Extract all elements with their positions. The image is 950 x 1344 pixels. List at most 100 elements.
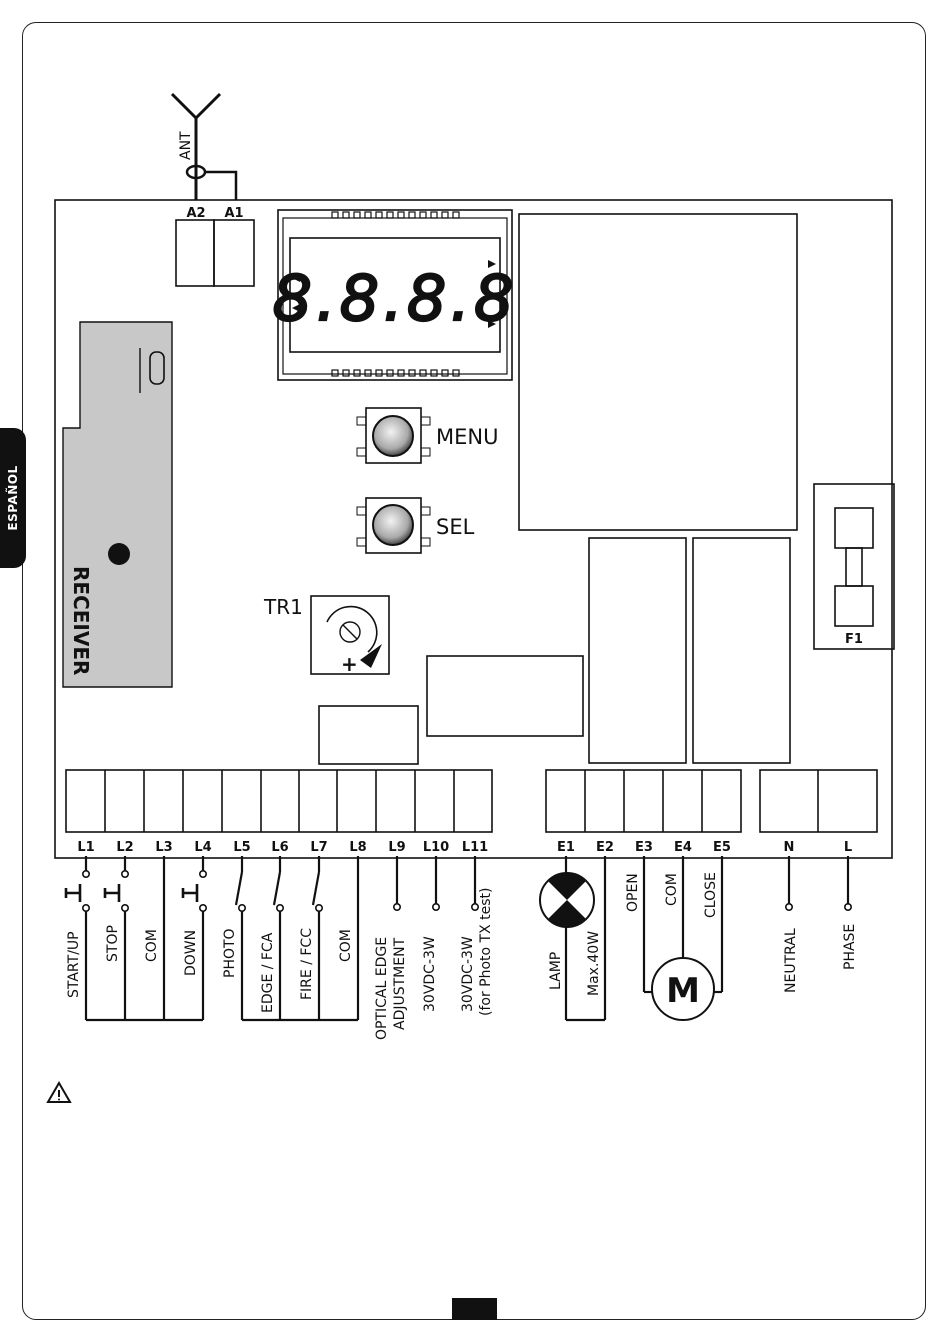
display-pin bbox=[442, 212, 448, 218]
wire-terminal-dot bbox=[277, 905, 283, 911]
terminal-label-l6: L6 bbox=[271, 840, 288, 855]
display-pin bbox=[343, 370, 349, 376]
label-stop: STOP bbox=[105, 925, 121, 962]
warning-triangle-icon bbox=[48, 1083, 70, 1102]
relay-block bbox=[519, 214, 797, 530]
label-30vdc-3w-photo: 30VDC-3W bbox=[460, 936, 476, 1012]
label-max-40w: Max.40W bbox=[586, 931, 602, 996]
display-pin bbox=[365, 370, 371, 376]
display-pin bbox=[354, 212, 360, 218]
display-pin bbox=[398, 212, 404, 218]
terminal-label-e5: E5 bbox=[713, 840, 731, 855]
label-com-3: COM bbox=[664, 873, 680, 906]
display-pin bbox=[409, 212, 415, 218]
menu-button[interactable] bbox=[357, 408, 430, 463]
terminal-label-e1: E1 bbox=[557, 840, 575, 855]
menu-button-label: MENU bbox=[436, 425, 498, 449]
switch-contact bbox=[313, 872, 319, 905]
wire-terminal-dot bbox=[122, 871, 128, 877]
display-pin bbox=[343, 212, 349, 218]
wire-terminal-dot bbox=[845, 904, 851, 910]
label-fire-fcc: FIRE / FCC bbox=[299, 928, 315, 1000]
display-pin bbox=[365, 212, 371, 218]
relay-open bbox=[589, 538, 686, 763]
label-edge-fca: EDGE / FCA bbox=[260, 932, 276, 1013]
label-down: DOWN bbox=[183, 930, 199, 976]
terminal-label-e2: E2 bbox=[596, 840, 614, 855]
component-small bbox=[319, 706, 418, 764]
label-optical-edge: OPTICAL EDGE bbox=[374, 937, 390, 1040]
display-pin bbox=[420, 212, 426, 218]
label-com-2: COM bbox=[338, 929, 354, 962]
terminal-label-e4: E4 bbox=[674, 840, 692, 855]
pushbutton-icon bbox=[105, 884, 119, 902]
terminal-label-l9: L9 bbox=[388, 840, 405, 855]
terminal-block-e bbox=[546, 770, 741, 832]
terminal-label-l1: L1 bbox=[77, 840, 94, 855]
terminal-label-a1: A1 bbox=[224, 206, 243, 221]
sel-button-label: SEL bbox=[436, 515, 475, 539]
terminal-label-l2: L2 bbox=[116, 840, 133, 855]
wire-terminal-dot bbox=[239, 905, 245, 911]
label-close: CLOSE bbox=[703, 872, 719, 918]
wire-terminal-dot bbox=[786, 904, 792, 910]
lamp-icon bbox=[540, 873, 594, 927]
display-pin bbox=[332, 212, 338, 218]
wire-terminal-dot bbox=[200, 871, 206, 877]
label-photo: PHOTO bbox=[222, 928, 238, 978]
receiver-label: RECEIVER bbox=[69, 566, 93, 675]
component-mid bbox=[427, 656, 583, 736]
label-photo-tx-test: (for Photo TX test) bbox=[478, 888, 494, 1017]
switch-contact bbox=[274, 872, 280, 905]
display-pin bbox=[409, 370, 415, 376]
terminal-block-l bbox=[66, 770, 492, 832]
wire-terminal-dot bbox=[83, 905, 89, 911]
display-pin bbox=[420, 370, 426, 376]
fuse-f1 bbox=[814, 484, 894, 649]
motor-label: M bbox=[666, 971, 700, 1011]
label-adjustment: ADJUSTMENT bbox=[392, 937, 408, 1030]
display-pin bbox=[387, 370, 393, 376]
pushbutton-icon bbox=[66, 884, 80, 902]
terminal-label-l5: L5 bbox=[233, 840, 250, 855]
terminal-label-l11: L11 bbox=[462, 840, 488, 855]
display-pin bbox=[376, 370, 382, 376]
label-start-up: START/UP bbox=[66, 931, 82, 998]
terminal-label-l10: L10 bbox=[423, 840, 449, 855]
trimmer-label: TR1 bbox=[263, 595, 303, 619]
sel-button[interactable] bbox=[357, 498, 430, 553]
trimmer-plus: + bbox=[341, 652, 358, 676]
antenna-label: ANT bbox=[178, 131, 194, 160]
display-pin bbox=[453, 370, 459, 376]
wire-terminal-dot bbox=[122, 905, 128, 911]
terminal-label-l7: L7 bbox=[310, 840, 327, 855]
wire-terminal-dot bbox=[200, 905, 206, 911]
display-pin bbox=[431, 212, 437, 218]
terminal-block-power bbox=[760, 770, 877, 832]
lcd-display: 8.8.8.8 bbox=[273, 210, 518, 380]
label-phase: PHASE bbox=[842, 924, 858, 970]
terminal-label-l4: L4 bbox=[194, 840, 211, 855]
relay-close bbox=[693, 538, 790, 763]
fuse-label: F1 bbox=[845, 632, 863, 647]
wire-terminal-dot bbox=[433, 904, 439, 910]
label-neutral: NEUTRAL bbox=[783, 928, 799, 993]
display-pin bbox=[387, 212, 393, 218]
terminal-label-e3: E3 bbox=[635, 840, 653, 855]
display-pin bbox=[453, 212, 459, 218]
terminal-label-n: N bbox=[784, 840, 795, 855]
pushbutton-icon bbox=[183, 884, 197, 902]
display-digits: 8.8.8.8 bbox=[273, 262, 518, 335]
display-pin bbox=[332, 370, 338, 376]
display-pin bbox=[398, 370, 404, 376]
label-lamp: LAMP bbox=[548, 952, 564, 990]
wire-terminal-dot bbox=[83, 871, 89, 877]
wire-terminal-dot bbox=[316, 905, 322, 911]
display-pin bbox=[376, 212, 382, 218]
switch-contact bbox=[236, 872, 242, 905]
antenna-terminal-block bbox=[176, 220, 254, 286]
display-pin bbox=[442, 370, 448, 376]
display-pin bbox=[354, 370, 360, 376]
label-open: OPEN bbox=[625, 873, 641, 912]
